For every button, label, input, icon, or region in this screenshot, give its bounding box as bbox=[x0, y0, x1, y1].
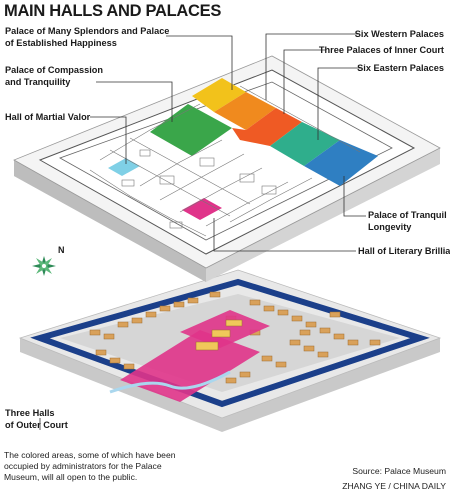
three-inner-area bbox=[232, 108, 302, 146]
label-martial-valor: Hall of Martial Valor bbox=[5, 111, 90, 123]
label-many-splendors: Palace of Many Splendors and Palace of E… bbox=[5, 25, 169, 49]
martial-valor-area bbox=[108, 158, 140, 176]
outer-court-model-layer bbox=[18, 269, 442, 432]
label-line: Six Eastern Palaces bbox=[357, 63, 444, 73]
floor-plan-layer bbox=[13, 55, 441, 282]
credit-text: ZHANG YE / CHINA DAILY bbox=[342, 481, 446, 491]
label-six-western: Six Western Palaces bbox=[355, 28, 444, 40]
leader-lines bbox=[39, 33, 366, 430]
label-line: Palace of Compassion bbox=[5, 65, 104, 75]
label-compassion: Palace of Compassion and Tranquility bbox=[5, 64, 103, 88]
label-three-inner: Three Palaces of Inner Court bbox=[319, 44, 444, 56]
compass-icon bbox=[32, 256, 56, 276]
label-line: Three Palaces of Inner Court bbox=[318, 45, 444, 55]
label-line: Three Halls bbox=[5, 408, 55, 418]
label-outer-court: Three Halls of Outer Court bbox=[5, 407, 68, 431]
label-line: of Established Happiness bbox=[5, 38, 117, 48]
label-six-eastern: Six Eastern Palaces bbox=[357, 62, 444, 74]
source-text: Source: Palace Museum bbox=[352, 466, 446, 476]
note-text: The colored areas, some of which have be… bbox=[4, 450, 176, 482]
label-line: of Outer Court bbox=[5, 420, 68, 430]
many-splendors-area bbox=[192, 78, 246, 112]
label-literary-brilliance: Hall of Literary Brilliance bbox=[358, 245, 450, 257]
literary-brilliance-area bbox=[182, 198, 222, 220]
label-line: Hall of Literary Brilliance bbox=[358, 246, 450, 256]
compassion-area bbox=[150, 104, 232, 156]
compass-letter: N bbox=[58, 245, 65, 255]
label-tranquil-longevity: Palace of Tranquil Longevity bbox=[368, 209, 447, 233]
page-title: MAIN HALLS AND PALACES bbox=[4, 2, 222, 20]
label-line: Six Western Palaces bbox=[354, 29, 444, 39]
six-western-area bbox=[214, 92, 276, 130]
label-line: and Tranquility bbox=[5, 77, 71, 87]
label-line: Hall of Martial Valor bbox=[5, 112, 91, 122]
label-line: Palace of Many Splendors and Palace bbox=[5, 26, 170, 36]
six-eastern-area bbox=[270, 122, 340, 166]
label-line: Palace of Tranquil bbox=[368, 210, 447, 220]
label-line: Longevity bbox=[368, 222, 412, 232]
